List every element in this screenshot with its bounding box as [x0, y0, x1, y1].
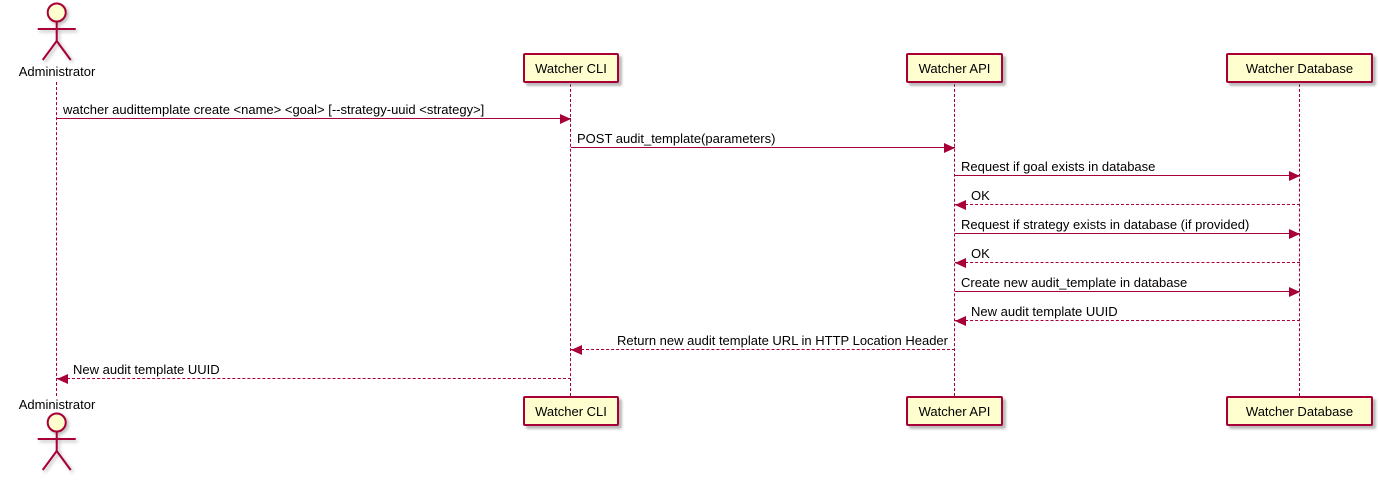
message-7-create-audit-template-db: Create new audit_template in database	[955, 274, 1300, 297]
message-4-ok-reply: OK	[955, 187, 1300, 210]
participant-watcher-database-top: Watcher Database	[1226, 53, 1373, 83]
arrowhead-left-icon	[57, 374, 68, 384]
message-label: POST audit_template(parameters)	[577, 131, 776, 146]
participant-label: Watcher Database	[1245, 403, 1354, 419]
participant-watcher-cli-top: Watcher CLI	[523, 53, 619, 83]
arrowhead-left-icon	[955, 200, 966, 210]
message-6-ok-reply: OK	[955, 245, 1300, 268]
participant-watcher-database-bottom: Watcher Database	[1226, 396, 1373, 426]
participant-watcher-cli-bottom: Watcher CLI	[523, 396, 619, 426]
message-8-new-uuid-reply: New audit template UUID	[955, 303, 1300, 326]
message-label: OK	[971, 188, 990, 203]
arrowhead-right-icon	[1289, 171, 1300, 181]
message-arrow	[955, 229, 1300, 239]
arrowhead-right-icon	[1289, 287, 1300, 297]
message-5-request-strategy-exists: Request if strategy exists in database (…	[955, 216, 1300, 239]
arrowhead-left-icon	[955, 258, 966, 268]
message-label: New audit template UUID	[971, 304, 1118, 319]
lifeline-administrator	[56, 82, 57, 396]
message-arrow	[955, 287, 1300, 297]
actor-icon	[37, 412, 76, 471]
message-arrow	[955, 258, 1300, 268]
arrowhead-right-icon	[944, 143, 955, 153]
message-label: OK	[971, 246, 990, 261]
arrowhead-right-icon	[560, 114, 571, 124]
actor-administrator-bottom: Administrator	[18, 397, 96, 474]
message-label: Request if goal exists in database	[961, 159, 1156, 174]
arrowhead-left-icon	[955, 316, 966, 326]
message-3-request-goal-exists: Request if goal exists in database	[955, 158, 1300, 181]
participant-label: Watcher API	[918, 403, 991, 419]
message-arrow	[955, 200, 1300, 210]
lifeline-watcher-database	[1299, 84, 1300, 396]
message-label: Request if strategy exists in database (…	[961, 217, 1250, 232]
participant-watcher-api-top: Watcher API	[906, 53, 1003, 83]
arrowhead-left-icon	[571, 345, 582, 355]
message-9-return-url-reply: Return new audit template URL in HTTP Lo…	[571, 332, 955, 355]
message-label: Return new audit template URL in HTTP Lo…	[617, 333, 948, 348]
message-10-new-uuid-reply: New audit template UUID	[57, 361, 571, 384]
message-arrow	[955, 171, 1300, 181]
lifeline-watcher-api	[954, 84, 955, 396]
participant-label: Watcher CLI	[535, 60, 607, 76]
participant-label: Watcher CLI	[535, 403, 607, 419]
actor-label: Administrator	[18, 397, 96, 412]
message-arrow	[57, 374, 571, 384]
message-arrow	[571, 143, 955, 153]
message-arrow	[57, 114, 571, 124]
message-1-create-audittemplate: watcher audittemplate create <name> <goa…	[57, 101, 571, 124]
lifeline-watcher-cli	[570, 84, 571, 396]
message-label: Create new audit_template in database	[961, 275, 1188, 290]
participant-label: Watcher API	[918, 60, 991, 76]
message-arrow	[955, 316, 1300, 326]
message-2-post-audit-template: POST audit_template(parameters)	[571, 130, 955, 153]
actor-icon	[37, 2, 76, 61]
participant-label: Watcher Database	[1245, 60, 1354, 76]
arrowhead-right-icon	[1289, 229, 1300, 239]
message-arrow	[571, 345, 955, 355]
actor-administrator-top: Administrator	[18, 2, 96, 79]
message-label: watcher audittemplate create <name> <goa…	[63, 102, 485, 117]
participant-watcher-api-bottom: Watcher API	[906, 396, 1003, 426]
actor-label: Administrator	[18, 64, 96, 79]
message-label: New audit template UUID	[73, 362, 220, 377]
